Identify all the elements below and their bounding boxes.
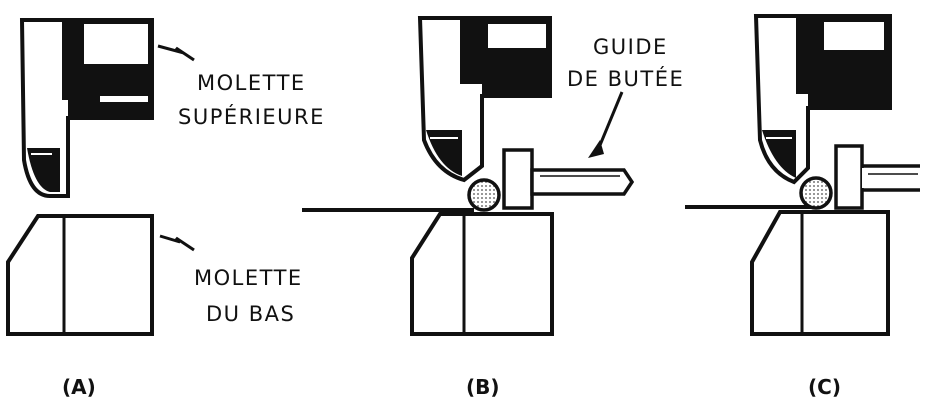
panel-c: (C) <box>685 14 920 399</box>
panel-c-lower-roller <box>750 210 890 336</box>
caption-c: (C) <box>808 375 841 399</box>
panel-c-round-rod <box>799 176 833 210</box>
panel-c-stop-guide <box>834 144 920 210</box>
upper-roller-label-line2: SUPÉRIEURE <box>178 104 325 129</box>
stop-guide-label-line1: GUIDE <box>593 35 668 59</box>
panel-b-upper-roller <box>417 16 552 183</box>
upper-roller-leader <box>157 44 195 62</box>
lower-roller-label-line1: MOLETTE <box>194 266 303 290</box>
stop-guide-leader <box>588 91 624 158</box>
panel-b-lower-roller <box>410 212 554 336</box>
panel-b-stop-guide <box>502 148 635 210</box>
panel-a-upper-roller <box>19 18 154 198</box>
panel-b-round-rod <box>467 178 501 212</box>
lower-roller-leader <box>159 234 195 252</box>
caption-b: (B) <box>466 375 500 399</box>
lower-roller-label-line2: DU BAS <box>206 302 295 326</box>
panel-b: GUIDE DE BUTÉE (B) <box>302 16 684 399</box>
panel-a: MOLETTE SUPÉRIEURE MOLETTE DU BAS (A) <box>6 18 325 399</box>
caption-a: (A) <box>62 375 96 399</box>
panel-a-lower-roller <box>6 214 154 336</box>
stop-guide-label-line2: DE BUTÉE <box>567 66 684 91</box>
upper-roller-label-line1: MOLETTE <box>197 71 306 95</box>
panel-c-upper-roller <box>753 14 892 185</box>
